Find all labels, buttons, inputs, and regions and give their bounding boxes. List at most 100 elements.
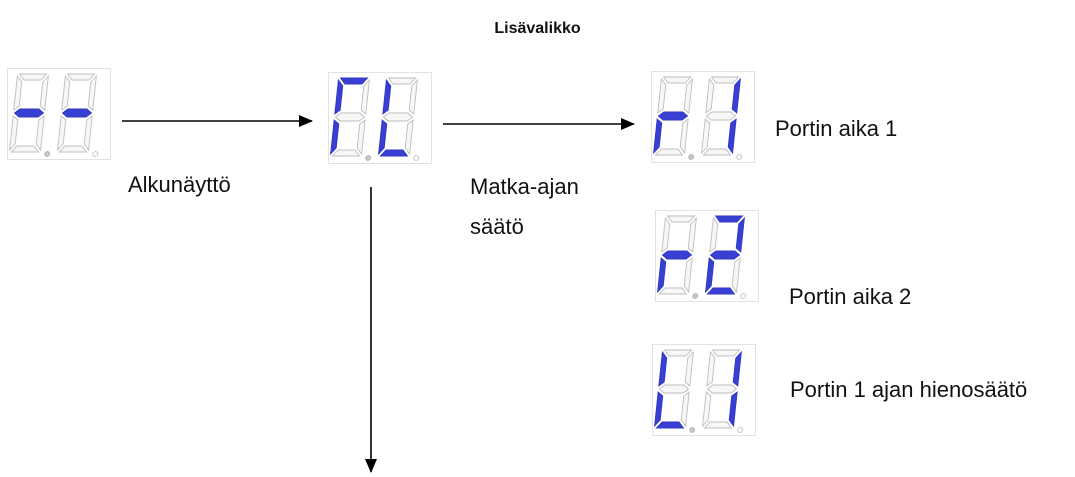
- label-start: Alkunäyttö: [128, 172, 231, 197]
- segment-d-off: [654, 148, 684, 156]
- digit-1: [653, 76, 695, 160]
- digit-2: [702, 349, 744, 433]
- segment-e-on: [653, 118, 663, 155]
- seven-segment-display: [7, 68, 111, 160]
- decimal-point: [92, 151, 99, 157]
- segment-f-on: [334, 78, 344, 115]
- decimal-point: [736, 154, 743, 160]
- segment-g-on: [709, 250, 741, 260]
- segment-g-off: [334, 112, 366, 122]
- segment-a-off: [387, 77, 417, 85]
- digit-2: [705, 215, 747, 299]
- segment-e-on: [705, 257, 715, 294]
- segment-f-off: [657, 77, 667, 114]
- seven-segment-display: [328, 72, 432, 164]
- segment-g-off: [658, 384, 690, 394]
- segment-a-off: [710, 76, 740, 84]
- digit-2: [57, 73, 99, 157]
- segment-c-off: [35, 115, 45, 152]
- segment-c-on: [727, 118, 737, 155]
- segment-a-off: [663, 349, 693, 357]
- segment-g-off: [706, 384, 738, 394]
- segment-c-off: [731, 257, 741, 294]
- decimal-point: [413, 155, 420, 161]
- display-cl: [328, 72, 432, 164]
- digit-2: [378, 77, 420, 161]
- decimal-point: [688, 154, 695, 160]
- digit-1: [654, 349, 696, 433]
- seven-segment-display: [651, 71, 755, 163]
- segment-e-on: [657, 257, 667, 294]
- decimal-point: [44, 151, 51, 157]
- segment-e-off: [701, 118, 711, 155]
- segment-f-on: [382, 78, 392, 115]
- display-l1: [652, 344, 756, 436]
- segment-a-off: [662, 76, 692, 84]
- segment-c-off: [356, 119, 366, 156]
- segment-c-off: [683, 257, 693, 294]
- label-gate2: Portin aika 2: [789, 284, 912, 309]
- segment-e-off: [702, 391, 712, 428]
- digit-2: [701, 76, 743, 160]
- segment-b-off: [39, 74, 49, 111]
- segment-f-off: [13, 74, 23, 111]
- segment-b-off: [683, 77, 693, 114]
- segment-a-on: [714, 215, 744, 223]
- segment-f-off: [706, 350, 716, 387]
- display-r1: [651, 71, 755, 163]
- segment-g-on: [657, 111, 689, 121]
- segment-d-off: [658, 287, 688, 295]
- display-start: [7, 68, 111, 160]
- segment-d-off: [331, 149, 361, 157]
- digit-1: [657, 215, 699, 299]
- segment-g-off: [705, 111, 737, 121]
- segment-a-off: [66, 73, 96, 81]
- digit-1: [9, 73, 51, 157]
- label-travel-line2: säätö: [470, 214, 524, 239]
- segment-b-off: [87, 74, 97, 111]
- decimal-point: [740, 293, 747, 299]
- decimal-point: [365, 155, 372, 161]
- segment-f-on: [658, 350, 668, 387]
- seven-segment-display: [655, 210, 759, 302]
- segment-c-on: [728, 391, 738, 428]
- segment-c-off: [404, 119, 414, 156]
- segment-b-on: [731, 77, 741, 114]
- segment-f-off: [61, 74, 71, 111]
- segment-d-on: [655, 421, 685, 429]
- segment-g-on: [13, 108, 45, 118]
- segment-d-off: [10, 145, 40, 153]
- segment-d-off: [58, 145, 88, 153]
- segment-f-off: [709, 216, 719, 253]
- segment-a-off: [18, 73, 48, 81]
- segment-b-off: [687, 216, 697, 253]
- segment-e-off: [9, 115, 19, 152]
- segment-d-off: [702, 148, 732, 156]
- segment-g-off: [382, 112, 414, 122]
- label-travel-line1: Matka-ajan: [470, 174, 579, 199]
- segment-g-on: [61, 108, 93, 118]
- decimal-point: [737, 427, 744, 433]
- segment-b-off: [360, 78, 370, 115]
- digit-1: [330, 77, 372, 161]
- segment-g-on: [661, 250, 693, 260]
- segment-b-on: [735, 216, 745, 253]
- label-gate1: Portin aika 1: [775, 116, 898, 141]
- decimal-point: [689, 427, 696, 433]
- segment-a-on: [339, 77, 369, 85]
- segment-f-off: [705, 77, 715, 114]
- segment-e-on: [330, 119, 340, 156]
- diagram-title: Lisävalikko: [494, 20, 581, 37]
- segment-d-off: [703, 421, 733, 429]
- segment-c-off: [680, 391, 690, 428]
- segment-a-off: [711, 349, 741, 357]
- segment-e-off: [57, 115, 67, 152]
- segment-f-off: [661, 216, 671, 253]
- segment-d-on: [379, 149, 409, 157]
- segment-e-on: [654, 391, 664, 428]
- segment-e-on: [378, 119, 388, 156]
- segment-b-on: [732, 350, 742, 387]
- label-gate1-fine: Portin 1 ajan hienosäätö: [790, 377, 1028, 402]
